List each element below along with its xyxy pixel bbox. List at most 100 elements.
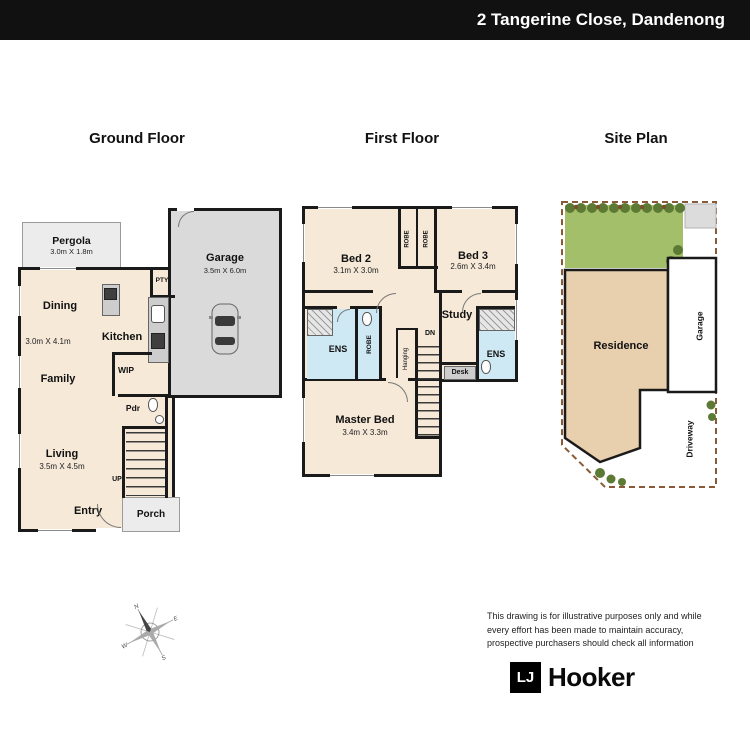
window (40, 267, 76, 270)
wall (150, 270, 153, 298)
living-dims: 3.5m X 4.5m (39, 462, 85, 471)
disclaimer-line: prospective purchasers should check all … (487, 638, 694, 648)
wall (379, 306, 382, 380)
wall (476, 306, 515, 309)
wall (305, 290, 373, 293)
disclaimer-line: every effort has been made to maintain a… (487, 624, 684, 635)
robe-master: ROBE (358, 310, 380, 378)
address-title: 2 Tangerine Close, Dandenong (476, 10, 725, 29)
wall (482, 290, 515, 293)
wall (398, 209, 401, 269)
wall (118, 394, 168, 397)
site-driveway: Driveway (682, 410, 698, 468)
shower-icon (479, 309, 515, 331)
entry-label: Entry (73, 505, 103, 517)
door-arc (337, 309, 350, 322)
pergola-dims: 3.0m X 1.8m (50, 246, 93, 256)
logo-wordmark: Hooker (548, 662, 635, 692)
header-bar: 2 Tangerine Close, Dandenong (0, 0, 750, 40)
wall (439, 293, 442, 380)
wip-label: WIP (117, 365, 135, 375)
dining-label: Dining (42, 300, 78, 312)
toilet-icon (362, 312, 372, 326)
wall (415, 328, 418, 438)
compass-w: W (121, 642, 130, 651)
robe-right-label: ROBE (424, 230, 430, 248)
wall (442, 362, 476, 365)
compass-e: E (173, 615, 180, 623)
dining-dims: 3.0m X 4.1m (25, 337, 71, 346)
wall (398, 266, 438, 269)
ens-left-label: ENS (328, 344, 348, 354)
window (18, 356, 21, 388)
car-icon (209, 303, 241, 355)
site-plan-title: Site Plan (604, 130, 668, 147)
master-bed-label: Master Bed (335, 414, 395, 426)
site-garage-label: Garage (695, 311, 706, 341)
residence-label: Residence (593, 340, 649, 352)
garage-label: Garage (206, 252, 244, 264)
first-floor-title: First Floor (364, 130, 440, 147)
wall (396, 328, 398, 382)
disclaimer-line: This drawing is for illustrative purpose… (487, 611, 702, 621)
wall (150, 295, 175, 298)
door-gap (177, 207, 194, 211)
bushes-top (565, 203, 685, 213)
garage-dims: 3.5m X 6.0m (203, 266, 247, 275)
desk-counter (444, 366, 476, 380)
garden-area (565, 205, 683, 268)
site-garage: Garage (692, 300, 708, 352)
pty-label: PTY (155, 277, 169, 284)
wall (396, 328, 417, 330)
window (18, 434, 21, 468)
pergola-area: Pergola 3.0m X 1.8m (22, 222, 121, 268)
oven-icon (151, 333, 165, 349)
wall (305, 306, 337, 309)
porch-label: Porch (136, 509, 166, 520)
dn-label: DN (424, 330, 436, 337)
window (515, 300, 518, 340)
robe-master-label: ROBE (365, 334, 373, 354)
window (452, 206, 492, 209)
window (302, 224, 305, 262)
door-gap (96, 528, 122, 533)
robe-left-label: ROBE (405, 230, 411, 248)
site-driveway-label: Driveway (685, 420, 695, 458)
stairs-down (418, 346, 439, 436)
wall (436, 290, 462, 293)
wall (112, 352, 152, 355)
wall (416, 209, 418, 269)
site-garage-shape (666, 256, 718, 394)
hanging-label: Hanging (403, 347, 410, 371)
bush-dots (573, 204, 667, 210)
logo-square: LJ (510, 662, 541, 693)
cooktop-icon (104, 288, 117, 300)
window (318, 206, 352, 209)
bed2-label: Bed 2 (341, 253, 371, 265)
ens-right-label: ENS (486, 349, 506, 359)
family-label: Family (40, 373, 76, 385)
robe-left: ROBE (399, 212, 417, 266)
site-pad (684, 203, 717, 229)
wall (355, 306, 358, 380)
desk-label: Desk (451, 369, 469, 376)
stairs-up (126, 432, 165, 496)
basin-icon (155, 415, 164, 424)
pergola-label: Pergola (52, 234, 91, 247)
study-label: Study (441, 309, 473, 321)
up-label: UP (112, 476, 122, 483)
compass-n: N (134, 603, 141, 611)
toilet-icon (481, 360, 491, 374)
toilet-icon (148, 398, 158, 412)
wall (434, 209, 437, 293)
wall (122, 428, 125, 498)
bed3-label: Bed 3 (458, 250, 488, 262)
compass-rose: N E S W (121, 603, 180, 662)
porch-area: Porch (122, 497, 180, 532)
bed3-dims: 2.6m X 3.4m (450, 262, 496, 271)
disclaimer-text: This drawing is for illustrative purpose… (487, 610, 727, 651)
kitchen-label: Kitchen (101, 331, 143, 343)
window (330, 474, 374, 477)
master-bed-dims: 3.4m X 3.3m (342, 428, 388, 437)
robe-right: ROBE (418, 212, 436, 266)
